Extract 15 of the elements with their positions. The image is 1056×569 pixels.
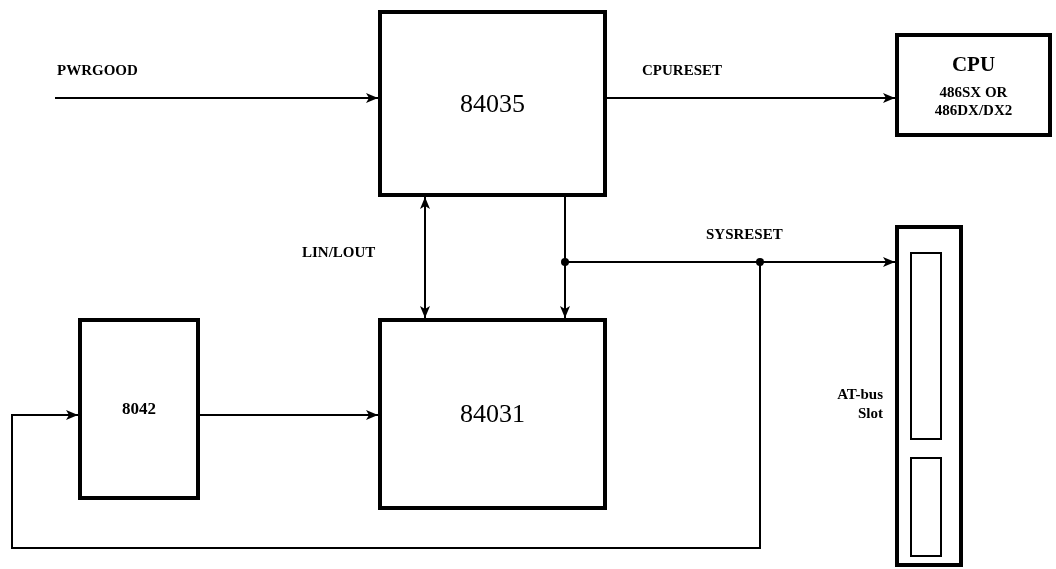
slot-caption: AT-bus Slot [836,385,883,423]
chip-name: 84031 [460,399,525,429]
arrow [199,410,379,420]
chip-name: 84035 [460,88,525,119]
arrow [420,196,430,319]
chip-description: 486SX OR 486DX/DX2 [933,82,1014,119]
arrow [54,93,379,103]
chip-box [78,318,200,500]
chip-box [378,10,607,197]
chip-name: CPU [951,51,996,77]
arrow [606,93,896,103]
chip-name: 8042 [122,399,156,419]
chip-box [895,33,1052,137]
slot-connector [895,225,963,567]
chip-box [378,318,607,510]
